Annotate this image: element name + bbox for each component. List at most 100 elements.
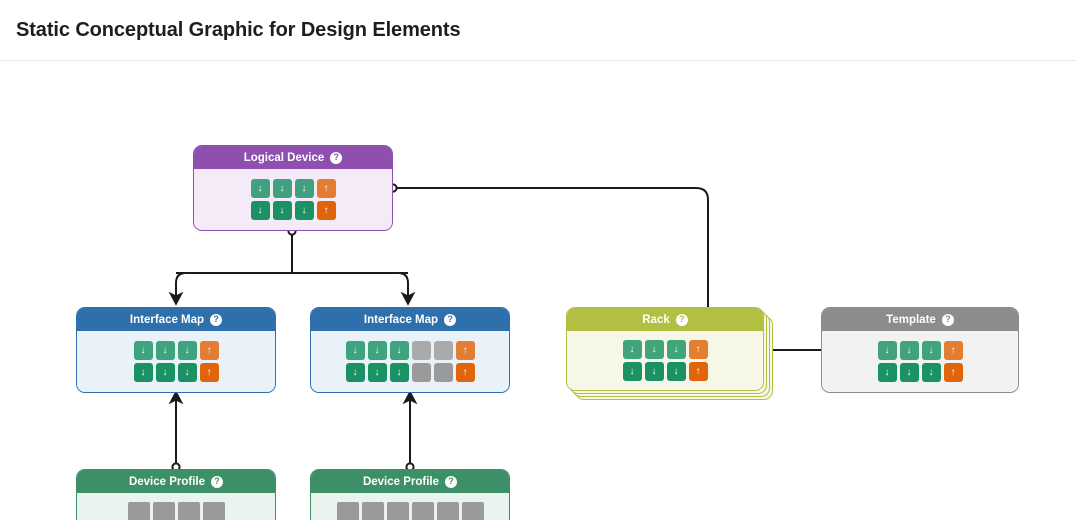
help-icon[interactable]: ? xyxy=(941,313,954,326)
port-cell-empty[interactable] xyxy=(411,341,431,360)
node-interface-map-right[interactable]: Interface Map ? ↓↓↓↑↓↓↓↑ xyxy=(310,307,510,393)
port-cell-down[interactable]: ↓ xyxy=(367,363,387,382)
port-cell-down[interactable]: ↓ xyxy=(644,362,664,381)
port-grid: ↓↓↓↑↓↓↓↑ xyxy=(250,179,336,220)
node-interface-map-left-label: Interface Map xyxy=(129,313,205,326)
node-rack-header: Rack ? xyxy=(567,308,763,331)
port-grid xyxy=(336,501,484,520)
port-cell-blank[interactable] xyxy=(336,501,359,520)
port-cell-down[interactable]: ↓ xyxy=(389,363,409,382)
port-cell-blank[interactable] xyxy=(202,501,225,520)
port-grid: ↓↓↓↑↓↓↓↑ xyxy=(345,341,475,382)
node-rack-label: Rack xyxy=(642,313,670,326)
port-grid xyxy=(127,501,225,520)
help-icon[interactable]: ? xyxy=(444,313,457,326)
port-cell-blank[interactable] xyxy=(436,501,459,520)
node-template[interactable]: Template ? ↓↓↓↑↓↓↓↑ xyxy=(821,307,1019,393)
port-cell-down[interactable]: ↓ xyxy=(367,341,387,360)
port-cell-up[interactable]: ↑ xyxy=(943,341,963,360)
node-rack-stack: Rack ? ↓↓↓↑↓↓↓↑ xyxy=(566,307,776,403)
node-logical-device-body: ↓↓↓↑↓↓↓↑ xyxy=(194,169,392,230)
port-cell-blank[interactable] xyxy=(461,501,484,520)
port-cell-empty[interactable] xyxy=(433,363,453,382)
port-grid: ↓↓↓↑↓↓↓↑ xyxy=(133,341,219,382)
help-icon[interactable]: ? xyxy=(210,313,223,326)
connector-device-profile-left-to-interface-map-left xyxy=(168,390,184,472)
port-cell-down[interactable]: ↓ xyxy=(899,363,919,382)
port-cell-down[interactable]: ↓ xyxy=(666,340,686,359)
port-cell-up[interactable]: ↑ xyxy=(688,340,708,359)
port-grid: ↓↓↓↑↓↓↓↑ xyxy=(622,340,708,381)
node-device-profile-right-label: Device Profile xyxy=(362,475,440,488)
node-interface-map-left-body: ↓↓↓↑↓↓↓↑ xyxy=(77,331,275,392)
connector-layer xyxy=(168,158,821,472)
node-interface-map-left[interactable]: Interface Map ? ↓↓↓↑↓↓↓↑ xyxy=(76,307,276,393)
port-cell-down[interactable]: ↓ xyxy=(272,179,292,198)
port-cell-blank[interactable] xyxy=(152,501,175,520)
node-device-profile-right[interactable]: Device Profile ? xyxy=(310,469,510,520)
node-rack[interactable]: Rack ? ↓↓↓↑↓↓↓↑ xyxy=(566,307,764,391)
node-device-profile-right-body xyxy=(311,493,509,520)
node-device-profile-left-label: Device Profile xyxy=(128,475,206,488)
port-cell-down[interactable]: ↓ xyxy=(666,362,686,381)
port-cell-down[interactable]: ↓ xyxy=(622,340,642,359)
help-icon[interactable]: ? xyxy=(445,475,458,488)
port-cell-down[interactable]: ↓ xyxy=(155,363,175,382)
port-cell-down[interactable]: ↓ xyxy=(177,341,197,360)
node-interface-map-right-label: Interface Map xyxy=(363,313,439,326)
port-cell-down[interactable]: ↓ xyxy=(272,201,292,220)
node-rack-body: ↓↓↓↑↓↓↓↑ xyxy=(567,331,763,390)
port-cell-up[interactable]: ↑ xyxy=(688,362,708,381)
port-cell-down[interactable]: ↓ xyxy=(345,341,365,360)
node-template-body: ↓↓↓↑↓↓↓↑ xyxy=(822,331,1018,392)
port-cell-down[interactable]: ↓ xyxy=(133,363,153,382)
port-cell-down[interactable]: ↓ xyxy=(133,341,153,360)
port-cell-down[interactable]: ↓ xyxy=(345,363,365,382)
port-cell-down[interactable]: ↓ xyxy=(389,341,409,360)
port-cell-down[interactable]: ↓ xyxy=(921,363,941,382)
port-cell-blank[interactable] xyxy=(411,501,434,520)
port-cell-down[interactable]: ↓ xyxy=(294,179,314,198)
node-template-label: Template xyxy=(886,313,936,326)
port-cell-blank[interactable] xyxy=(386,501,409,520)
connector-logical-device-to-rack xyxy=(388,183,709,311)
port-cell-blank[interactable] xyxy=(127,501,150,520)
port-cell-down[interactable]: ↓ xyxy=(294,201,314,220)
port-cell-up[interactable]: ↑ xyxy=(943,363,963,382)
node-interface-map-right-body: ↓↓↓↑↓↓↓↑ xyxy=(311,331,509,392)
page-header: Static Conceptual Graphic for Design Ele… xyxy=(0,0,1076,61)
page-title: Static Conceptual Graphic for Design Ele… xyxy=(16,18,461,41)
help-icon[interactable]: ? xyxy=(675,313,688,326)
node-interface-map-left-header: Interface Map ? xyxy=(77,308,275,331)
port-cell-up[interactable]: ↑ xyxy=(199,341,219,360)
port-cell-blank[interactable] xyxy=(361,501,384,520)
port-cell-down[interactable]: ↓ xyxy=(250,179,270,198)
port-cell-down[interactable]: ↓ xyxy=(644,340,664,359)
port-cell-down[interactable]: ↓ xyxy=(899,341,919,360)
port-cell-down[interactable]: ↓ xyxy=(250,201,270,220)
node-device-profile-left-body xyxy=(77,493,275,520)
port-cell-up[interactable]: ↑ xyxy=(316,201,336,220)
port-cell-up[interactable]: ↑ xyxy=(316,179,336,198)
node-logical-device[interactable]: Logical Device ? ↓↓↓↑↓↓↓↑ xyxy=(193,145,393,231)
port-cell-down[interactable]: ↓ xyxy=(921,341,941,360)
port-cell-empty[interactable] xyxy=(433,341,453,360)
port-grid: ↓↓↓↑↓↓↓↑ xyxy=(877,341,963,382)
port-cell-blank[interactable] xyxy=(177,501,200,520)
port-cell-down[interactable]: ↓ xyxy=(177,363,197,382)
node-interface-map-right-header: Interface Map ? xyxy=(311,308,509,331)
port-cell-down[interactable]: ↓ xyxy=(877,341,897,360)
port-cell-down[interactable]: ↓ xyxy=(877,363,897,382)
port-cell-up[interactable]: ↑ xyxy=(199,363,219,382)
port-cell-up[interactable]: ↑ xyxy=(455,363,475,382)
node-device-profile-left[interactable]: Device Profile ? xyxy=(76,469,276,520)
port-cell-down[interactable]: ↓ xyxy=(622,362,642,381)
node-logical-device-header: Logical Device ? xyxy=(194,146,392,169)
help-icon[interactable]: ? xyxy=(211,475,224,488)
help-icon[interactable]: ? xyxy=(330,151,343,164)
port-cell-up[interactable]: ↑ xyxy=(455,341,475,360)
node-device-profile-left-header: Device Profile ? xyxy=(77,470,275,493)
node-logical-device-label: Logical Device xyxy=(243,151,325,164)
port-cell-down[interactable]: ↓ xyxy=(155,341,175,360)
port-cell-empty[interactable] xyxy=(411,363,431,382)
